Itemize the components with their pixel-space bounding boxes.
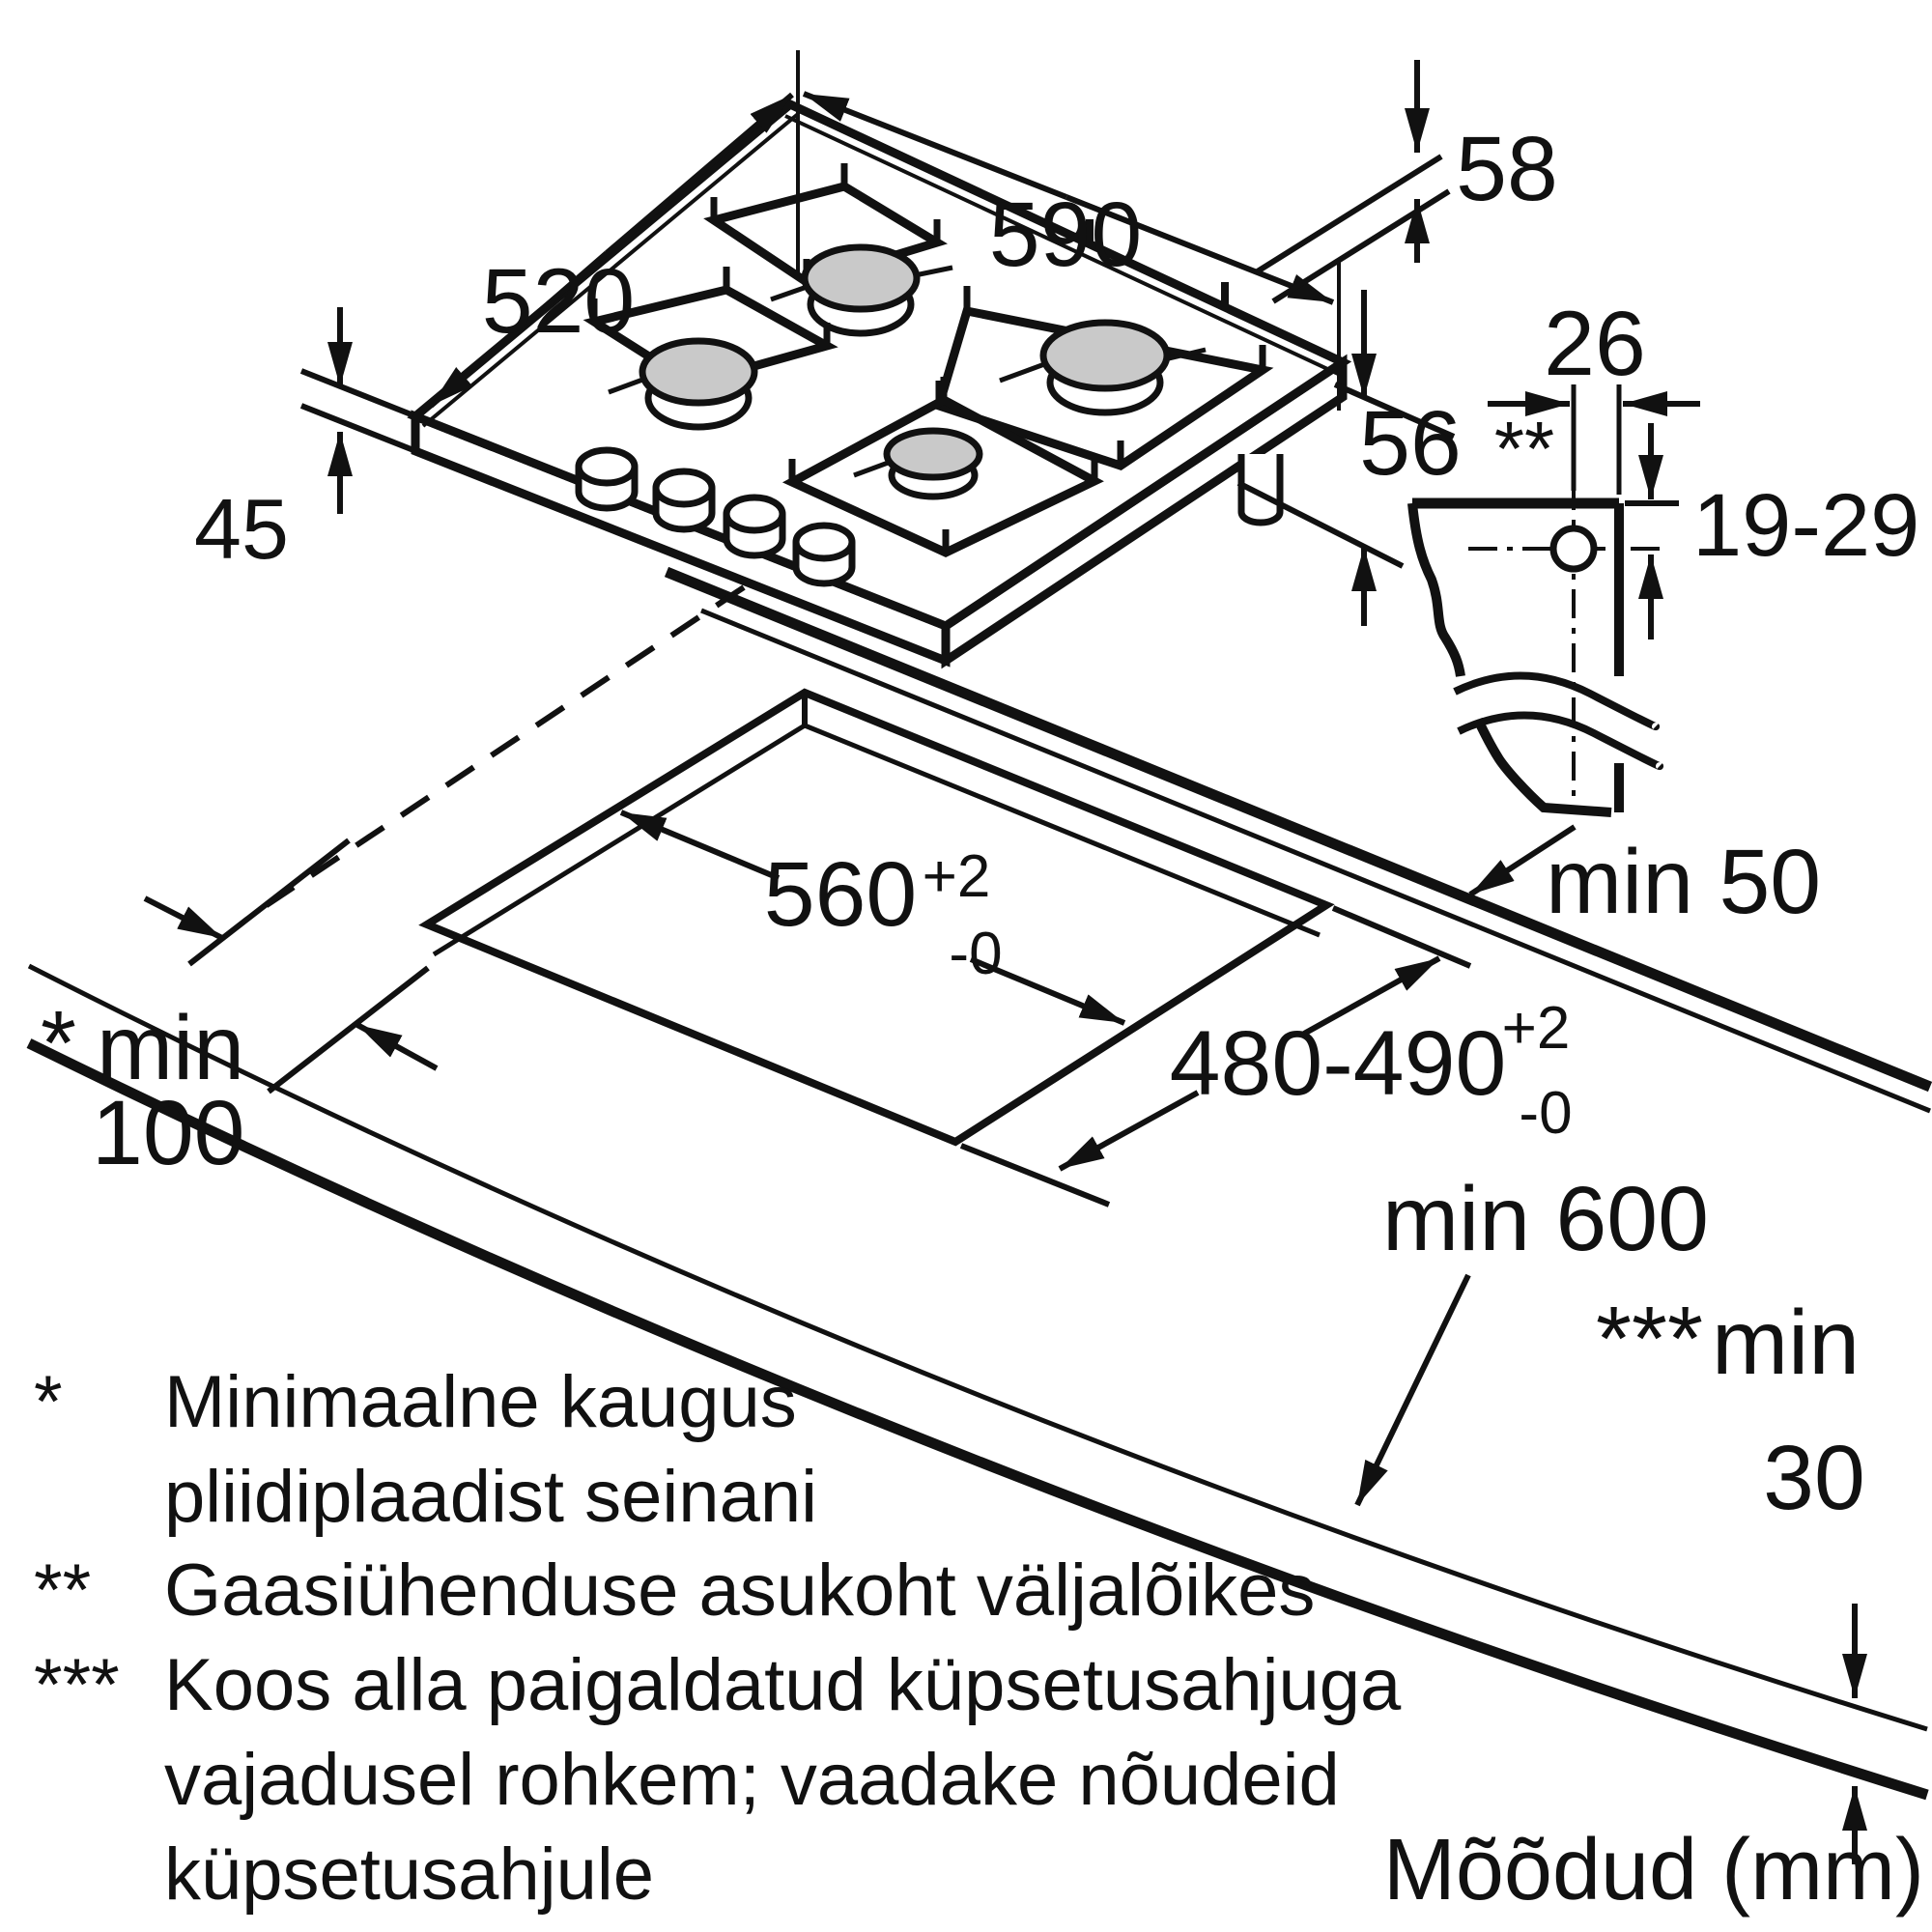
dimension-labels: 520 590 58 45 56 26 ** 19-29 560 +2 -0 4… — [41, 118, 1919, 1529]
control-knob — [792, 522, 856, 587]
footnote-line: vajadusel rohkem; vaadake nõudeid — [164, 1739, 1340, 1821]
footnote-line: Minimaalne kaugus — [164, 1361, 797, 1443]
dim-26-label: 26 — [1544, 293, 1646, 395]
worktop-front-lower-line — [26, 1038, 1929, 1801]
clearance-side-min: min — [97, 997, 244, 1099]
clearance-back-label: min 50 — [1546, 831, 1821, 933]
clearance-under-value: 30 — [1763, 1427, 1865, 1529]
hob-edge-inset-right — [784, 114, 1339, 376]
footnote-line: küpsetusahjule — [164, 1833, 654, 1916]
footnote-line: pliidiplaadist seinani — [164, 1456, 817, 1538]
hob-drawing — [407, 99, 1352, 669]
burner-back — [703, 163, 953, 337]
hob-edge-inset-left — [421, 112, 800, 428]
worktop-back-edge-line — [700, 608, 1931, 1114]
gas-marker-label: ** — [1494, 406, 1554, 492]
burner-cap — [639, 337, 758, 407]
burner-cap — [1039, 319, 1171, 392]
clearance-side-marker: * — [41, 992, 76, 1094]
worktop-drawing — [26, 566, 1932, 1801]
dim-58-label: 58 — [1456, 118, 1558, 220]
burner-cap — [883, 427, 983, 481]
dim-19-29-label: 19-29 — [1692, 476, 1919, 575]
dim-56-label: 56 — [1359, 392, 1462, 495]
gas-connection-detail — [1407, 481, 1666, 817]
control-knob — [723, 494, 786, 559]
hob-top-face — [407, 99, 1352, 632]
dim-45-label: 45 — [194, 481, 289, 577]
control-knobs — [575, 446, 856, 587]
hob-support-foot — [1237, 454, 1284, 526]
break-wave — [1457, 711, 1664, 771]
dimension-lines — [143, 50, 1867, 1864]
burner-cap — [801, 243, 921, 313]
dim-480-490-label: 480-490 — [1170, 1012, 1507, 1115]
units-label: Mõõdud (mm) — [1383, 1822, 1924, 1918]
control-knob — [652, 468, 716, 533]
footnote-marker: *** — [34, 1644, 120, 1726]
burner-right — [933, 286, 1274, 470]
control-knob — [575, 446, 639, 512]
dim-480-490-tol-plus: +2 — [1502, 995, 1571, 1062]
clearance-front-label: min 600 — [1382, 1168, 1709, 1270]
dim-560-tol-minus: -0 — [949, 921, 1002, 987]
burner-front — [781, 377, 1104, 557]
footnote-line: Gaasiühenduse asukoht väljalõikes — [164, 1549, 1315, 1632]
footnote-marker: * — [34, 1361, 63, 1443]
footnote-marker: ** — [34, 1549, 91, 1632]
worktop-front-edge-line — [27, 963, 1928, 1732]
clearance-side-value: 100 — [92, 1082, 245, 1184]
dim-560-label: 560 — [764, 843, 918, 946]
burner-left — [582, 267, 838, 431]
footnotes: * Minimaalne kaugus pliidiplaadist seina… — [34, 1361, 1924, 1918]
clearance-under-marker: *** — [1596, 1288, 1703, 1390]
dim-520-label: 520 — [482, 250, 636, 353]
footnote-line: Koos alla paigaldatud küpsetusahjuga — [164, 1644, 1402, 1726]
gas-connection-point — [1549, 525, 1598, 573]
wall-edge-line — [664, 566, 1932, 1093]
dim-590-label: 590 — [989, 184, 1143, 286]
cutout-opening — [418, 688, 1335, 1147]
projection-dashed-line — [247, 584, 746, 920]
clearance-under-min: min — [1712, 1292, 1860, 1394]
break-wave — [1453, 671, 1661, 731]
dim-560-tol-plus: +2 — [923, 843, 991, 910]
dim-480-490-tol-minus: -0 — [1519, 1080, 1572, 1147]
